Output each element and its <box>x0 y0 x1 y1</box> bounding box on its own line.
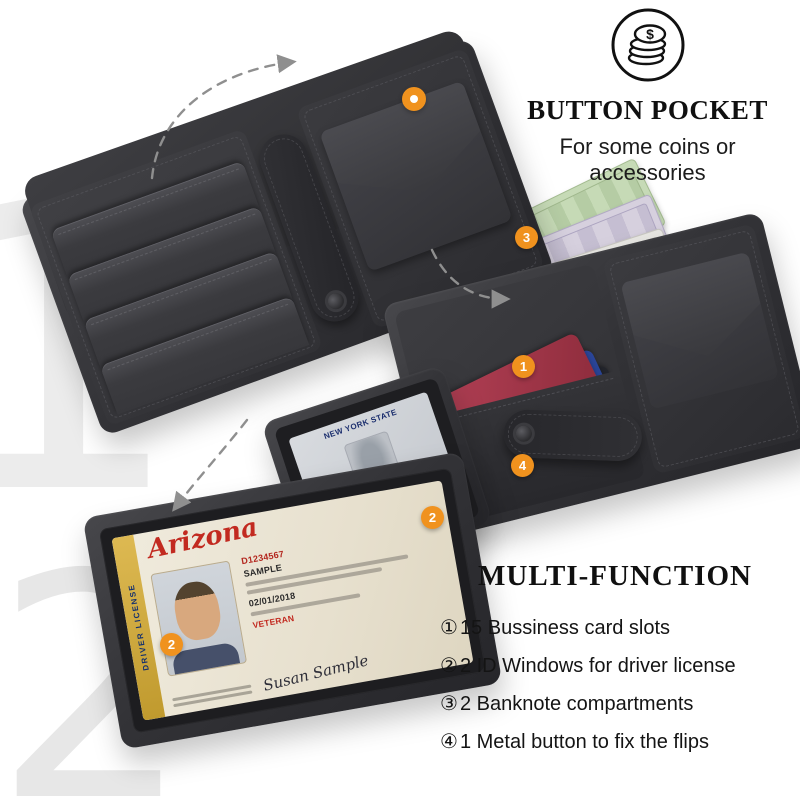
feature-num-1: ① <box>440 615 458 639</box>
portrait-photo <box>150 560 248 677</box>
metal-snap <box>325 290 347 312</box>
button-pocket-title: BUTTON POCKET <box>527 95 768 125</box>
callout-badge-1: 1 <box>512 355 535 378</box>
dollar-sign: $ <box>646 26 654 42</box>
portrait-face <box>170 578 225 644</box>
feature-num-2: ② <box>440 653 458 677</box>
callout-badge-2-main: 2 <box>160 633 183 656</box>
button-pocket <box>620 251 779 410</box>
multi-function-title: MULTI-FUNCTION <box>478 560 752 592</box>
license-fields: D1234567 SAMPLE 02/01/2018 VETERAN <box>241 521 452 633</box>
callout-badge-3: 3 <box>515 226 538 249</box>
feature-text-4: 1 Metal button to fix the flips <box>459 731 709 753</box>
button-pocket-section: $ BUTTON POCKET For some coins or access… <box>515 6 780 185</box>
feature-num-4: ④ <box>440 729 458 753</box>
feature-num-3: ③ <box>440 691 458 715</box>
feature-text-1: 15 Bussiness card slots <box>459 617 671 639</box>
feature-text-2: 2 ID Windows for driver license <box>459 655 736 677</box>
driver-license-vertical-label: DRIVER LICENSE <box>126 583 151 672</box>
button-pocket-subtitle: For some coins or accessories <box>559 134 736 185</box>
button-marker-dot <box>402 87 426 111</box>
callout-badge-4: 4 <box>511 454 534 477</box>
feature-text-3: 2 Banknote compartments <box>459 693 694 715</box>
callout-badge-2-top: 2 <box>421 506 444 529</box>
signature: Susan Sample <box>261 651 371 695</box>
coins-icon: $ <box>609 6 687 89</box>
arizona-license: DRIVER LICENSE Arizona D1234567 SAMPLE 0… <box>111 480 474 721</box>
pocket-flap <box>620 252 769 373</box>
